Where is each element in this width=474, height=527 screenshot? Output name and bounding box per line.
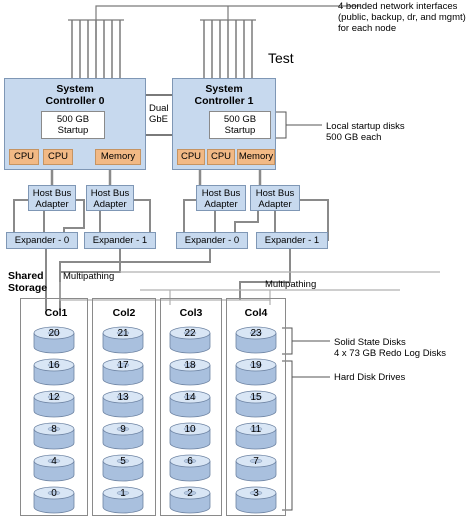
expander-1-0: Expander - 0	[176, 232, 248, 249]
memory-0: Memory	[95, 149, 141, 165]
disk-label: 5	[120, 456, 126, 467]
startup-disk-0-size: 500 GB	[56, 114, 90, 125]
hba-0a-line-2: Adapter	[35, 199, 69, 210]
dual-gbe-label: Dual GbE	[149, 103, 169, 125]
multipathing-label-2: Multipathing	[265, 279, 317, 290]
cpu-1a: CPU	[177, 149, 205, 165]
controller-0-title-line-1: System	[56, 83, 94, 95]
hdd-note: Hard Disk Drives	[334, 372, 406, 383]
startup-disk-1: 500 GB Startup	[209, 111, 271, 139]
disk-label: 14	[184, 392, 196, 403]
disk-label: 1	[120, 488, 126, 499]
shared-storage-label-line-2: Storage	[8, 282, 48, 294]
cpu-0b: CPU	[43, 149, 73, 165]
memory-1: Memory	[237, 149, 275, 165]
startup-disks-note: Local startup disks 500 GB each	[326, 121, 405, 143]
hba-1b-line-2: Adapter	[258, 199, 292, 210]
disk-label: 22	[184, 328, 196, 339]
column-1-title: Col1	[44, 307, 68, 319]
column-4	[226, 298, 286, 516]
disk-label: 9	[120, 424, 126, 435]
disk-label: 21	[117, 328, 129, 339]
hba-1a-line-2: Adapter	[204, 199, 238, 210]
hba-0a-line-1: Host Bus	[32, 188, 72, 199]
disk-label: 4	[51, 456, 57, 467]
hba-0b-line-2: Adapter	[93, 199, 127, 210]
disk-label: 11	[250, 424, 262, 435]
disk-label: 8	[51, 424, 57, 435]
disk-label: 18	[184, 360, 196, 371]
startup-disk-0: 500 GB Startup	[41, 111, 105, 139]
disk-label: 23	[250, 328, 262, 339]
cpu-1b: CPU	[207, 149, 235, 165]
network-note: 4 bonded network interfaces (public, bac…	[338, 1, 474, 34]
host-bus-adapter-1a: Host Bus Adapter	[196, 185, 246, 211]
disk-label: 0	[51, 488, 57, 499]
startup-disk-0-label: Startup	[57, 125, 89, 136]
startup-disks-note-line-2: 500 GB each	[326, 132, 382, 143]
multipathing-label-1: Multipathing	[63, 271, 115, 282]
hba-1a-line-1: Host Bus	[201, 188, 241, 199]
disk-label: 17	[117, 360, 129, 371]
expander-0-1: Expander - 1	[84, 232, 156, 249]
disk-label: 10	[184, 424, 196, 435]
dual-gbe-line-1: Dual	[149, 103, 169, 114]
disk-label: 7	[253, 456, 259, 467]
disk-label: 20	[48, 328, 60, 339]
hba-1b-line-1: Host Bus	[255, 188, 295, 199]
column-4-title: Col4	[244, 307, 268, 319]
startup-disks-note-line-1: Local startup disks	[326, 121, 405, 132]
column-2	[92, 298, 156, 516]
controller-1-title: System Controller 1	[173, 83, 275, 107]
ssd-note-line-2: 4 x 73 GB Redo Log Disks	[334, 348, 446, 359]
controller-0-title-line-2: Controller 0	[45, 95, 105, 107]
system-controller-1: System Controller 1 500 GB Startup CPU C…	[172, 78, 276, 170]
disk-label: 12	[48, 392, 60, 403]
controller-0-title: System Controller 0	[5, 83, 145, 107]
ssd-note: Solid State Disks 4 x 73 GB Redo Log Dis…	[334, 337, 446, 359]
network-note-line-3: for each node	[338, 23, 397, 34]
test-label: Test	[268, 50, 294, 66]
ssd-note-line-1: Solid State Disks	[334, 337, 406, 348]
expander-1-1: Expander - 1	[256, 232, 328, 249]
network-note-line-1: 4 bonded network interfaces	[338, 1, 458, 12]
column-3-title: Col3	[179, 307, 203, 319]
disk-label: 15	[250, 392, 262, 403]
host-bus-adapter-1b: Host Bus Adapter	[250, 185, 300, 211]
network-note-line-2: (public, backup, dr, and mgmt)	[338, 12, 466, 23]
disk-label: 2	[187, 488, 193, 499]
controller-1-title-line-2: Controller 1	[194, 95, 254, 107]
expander-0-0: Expander - 0	[6, 232, 78, 249]
disk-label: 6	[187, 456, 193, 467]
column-1	[20, 298, 88, 516]
system-controller-0: System Controller 0 500 GB Startup CPU C…	[4, 78, 146, 170]
controller-1-title-line-1: System	[205, 83, 243, 95]
host-bus-adapter-0b: Host Bus Adapter	[86, 185, 134, 211]
cpu-0a: CPU	[9, 149, 39, 165]
startup-disk-1-size: 500 GB	[223, 114, 257, 125]
disk-label: 16	[48, 360, 60, 371]
disk-label: 19	[250, 360, 262, 371]
disk-label: 13	[117, 392, 129, 403]
startup-disk-1-label: Startup	[224, 125, 256, 136]
shared-storage-label-line-1: Shared	[8, 270, 44, 282]
hba-0b-line-1: Host Bus	[90, 188, 130, 199]
dual-gbe-line-2: GbE	[149, 114, 169, 125]
column-2-title: Col2	[112, 307, 136, 319]
column-3	[160, 298, 222, 516]
disk-label: 3	[253, 488, 259, 499]
shared-storage-label: Shared Storage	[8, 270, 47, 294]
host-bus-adapter-0a: Host Bus Adapter	[28, 185, 76, 211]
disk-grid	[33, 326, 277, 514]
